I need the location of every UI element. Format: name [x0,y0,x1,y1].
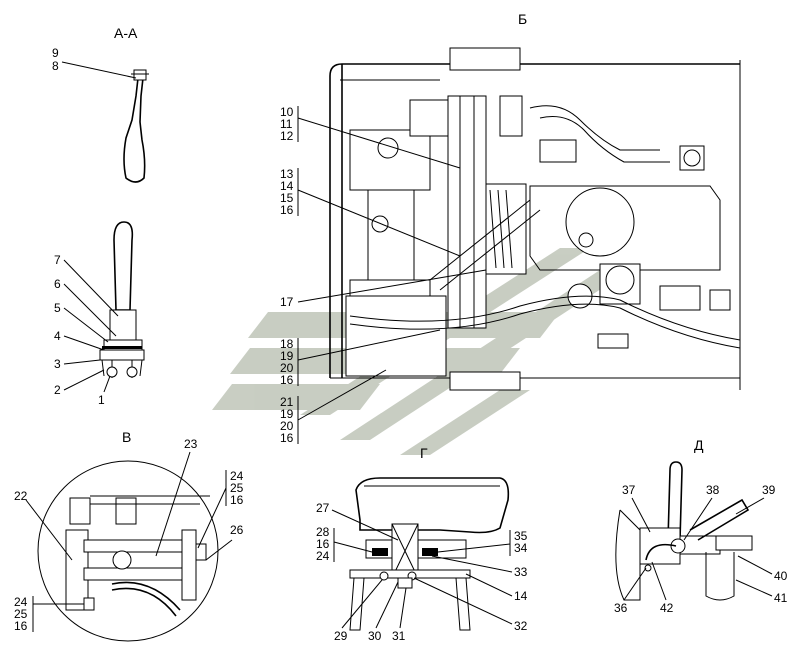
section-v: В 23 24 25 16 22 26 24 25 16 [14,429,244,642]
section-d: Д 37 38 39 40 41 36 42 [614,437,788,615]
callout-aa-7: 7 [54,253,61,267]
callout-g-34: 34 [514,541,528,555]
callout-d-39: 39 [762,483,776,497]
section-g: Г 27 28 16 24 35 34 33 14 29 [316,445,528,643]
callout-aa-4: 4 [54,329,61,343]
callout-v-24a: 24 [230,469,244,483]
callout-v-16a: 16 [230,493,244,507]
callout-aa-8: 8 [52,59,59,73]
section-b: Б [280,11,741,445]
callout-b-16c: 16 [280,431,294,445]
callout-b-21: 21 [280,395,294,409]
callout-b-11: 11 [280,117,293,131]
callout-aa-6: 6 [54,277,61,291]
callout-aa-5: 5 [54,301,61,315]
section-g-title: Г [420,445,428,461]
upper-lever [123,69,149,183]
callout-g-31: 31 [392,629,406,643]
callout-aa-9: 9 [52,46,59,60]
callout-b-17: 17 [280,295,294,309]
callout-g-33: 33 [514,565,528,579]
callout-g-28: 28 [316,525,330,539]
callout-d-36: 36 [614,601,628,615]
bracket-detail [65,495,210,617]
valve-detail [615,461,753,601]
callout-b-13: 13 [280,167,294,181]
callout-b-20b: 20 [280,419,294,433]
callout-b-16a: 16 [280,203,294,217]
callout-d-40: 40 [774,569,788,583]
callout-g-27: 27 [316,501,330,515]
section-v-title: В [122,429,131,445]
section-b-title: Б [518,11,527,27]
callout-d-41: 41 [774,591,788,605]
callout-g-24: 24 [316,549,330,563]
section-aa-title: А-А [114,25,138,41]
callout-b-19a: 19 [280,349,294,363]
callout-v-22: 22 [14,489,28,503]
callout-g-32: 32 [514,619,528,633]
engine-frame [329,47,741,391]
callout-aa-3: 3 [54,357,61,371]
callout-b-15: 15 [280,191,294,205]
callout-b-19b: 19 [280,407,294,421]
callout-g-29: 29 [334,629,348,643]
callout-v-26: 26 [230,523,244,537]
callout-d-42: 42 [660,601,674,615]
clamp-detail [349,477,510,631]
callout-b-14: 14 [280,179,294,193]
callout-d-37: 37 [622,483,636,497]
section-aa: А-А 9 8 7 6 5 4 3 2 [52,25,149,407]
callout-d-38: 38 [706,483,720,497]
lower-lever-assembly [99,221,145,378]
callout-aa-1: 1 [98,393,105,407]
radiator-block [345,99,461,377]
callout-b-16b: 16 [280,373,294,387]
engine-body [349,105,741,349]
callout-aa-2: 2 [54,383,61,397]
section-d-title: Д [694,437,704,453]
callout-b-18: 18 [280,337,294,351]
callout-b-20a: 20 [280,361,294,375]
callout-g-16: 16 [316,537,330,551]
callout-g-14: 14 [514,589,528,603]
callout-v-23: 23 [184,437,198,451]
callout-v-25a: 25 [230,481,244,495]
callout-v-16b: 16 [14,619,28,633]
callout-g-30: 30 [368,629,382,643]
callout-b-10: 10 [280,105,294,119]
callout-v-25b: 25 [14,607,28,621]
callout-b-12: 12 [280,129,294,143]
callout-g-35: 35 [514,529,528,543]
callout-v-24b: 24 [14,595,28,609]
